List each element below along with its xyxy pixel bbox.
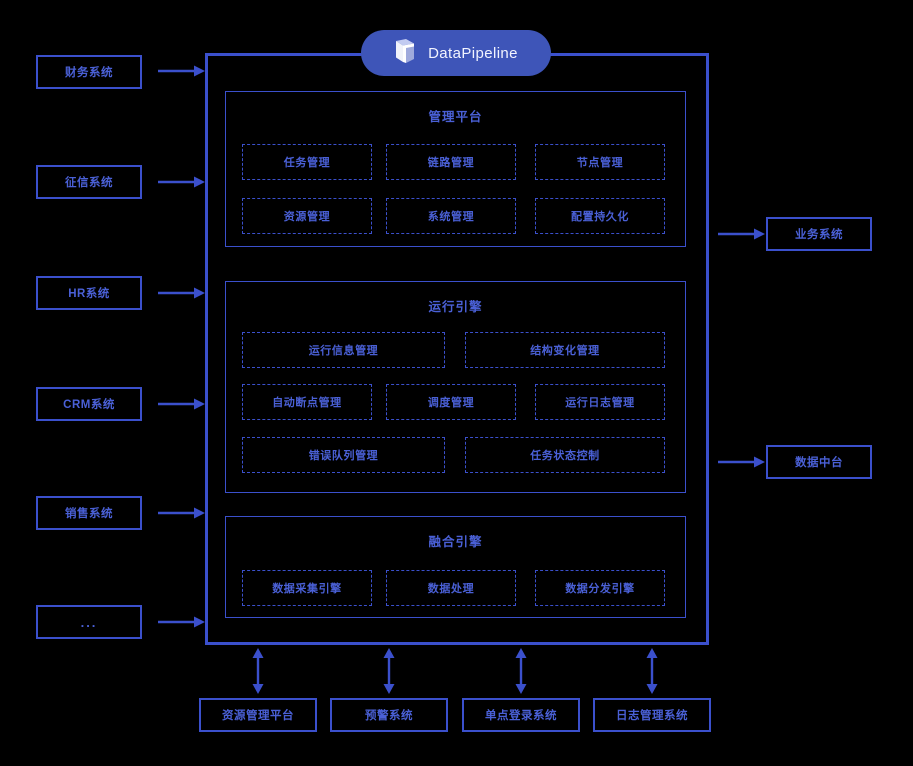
source-system-label: HR系统	[68, 288, 110, 300]
module-system-management[interactable]: 系统管理	[386, 198, 516, 234]
module-label: 运行日志管理	[565, 397, 635, 409]
source-system-crm[interactable]: CRM系统	[36, 387, 142, 421]
target-system-business[interactable]: 业务系统	[766, 217, 872, 251]
supporting-system-alert[interactable]: 预警系统	[330, 698, 448, 732]
module-resource-management[interactable]: 资源管理	[242, 198, 372, 234]
module-label: 错误队列管理	[308, 450, 379, 462]
panel-title-management-platform: 管理平台	[428, 110, 483, 124]
arrow-updown-icon-support-3	[514, 648, 528, 694]
source-system-label: ...	[80, 614, 98, 630]
supporting-system-resource-platform[interactable]: 资源管理平台	[199, 698, 317, 732]
module-label: 运行信息管理	[308, 345, 379, 357]
module-label: 资源管理	[283, 211, 331, 223]
arrow-right-icon-source-4	[158, 397, 206, 411]
source-system-hr[interactable]: HR系统	[36, 276, 142, 310]
arrow-updown-icon-support-2	[382, 648, 396, 694]
panel-title-runtime-engine: 运行引擎	[428, 300, 483, 314]
module-label: 任务状态控制	[530, 450, 600, 462]
supporting-system-label: 单点登录系统	[485, 710, 557, 722]
module-data-collection-engine[interactable]: 数据采集引擎	[242, 570, 372, 606]
module-label: 配置持久化	[571, 211, 629, 223]
module-structure-change-management[interactable]: 结构变化管理	[465, 332, 665, 368]
module-auto-breakpoint-management[interactable]: 自动断点管理	[242, 384, 372, 420]
arrow-right-icon-source-2	[158, 175, 206, 189]
module-runtime-log-management[interactable]: 运行日志管理	[535, 384, 665, 420]
supporting-system-label: 资源管理平台	[222, 710, 294, 722]
module-label: 调度管理	[427, 397, 475, 409]
target-system-label: 业务系统	[795, 229, 843, 241]
source-system-finance[interactable]: 财务系统	[36, 55, 142, 89]
module-label: 系统管理	[427, 211, 475, 223]
target-system-label: 数据中台	[795, 457, 843, 469]
module-label: 节点管理	[576, 157, 624, 169]
module-label: 数据采集引擎	[272, 583, 342, 595]
source-system-credit[interactable]: 征信系统	[36, 165, 142, 199]
module-config-persistence[interactable]: 配置持久化	[535, 198, 665, 234]
arrow-right-icon-source-5	[158, 506, 206, 520]
supporting-system-label: 预警系统	[365, 710, 413, 722]
source-system-more[interactable]: ...	[36, 605, 142, 639]
arrow-updown-icon-support-1	[251, 648, 265, 694]
supporting-system-sso[interactable]: 单点登录系统	[462, 698, 580, 732]
source-system-label: 征信系统	[65, 177, 113, 189]
source-system-label: 销售系统	[65, 508, 113, 520]
module-runtime-info-management[interactable]: 运行信息管理	[242, 332, 445, 368]
source-system-label: 财务系统	[65, 67, 113, 79]
supporting-system-label: 日志管理系统	[616, 710, 688, 722]
datapipeline-header-pill: DataPipeline	[361, 30, 551, 76]
module-link-management[interactable]: 链路管理	[386, 144, 516, 180]
module-label: 任务管理	[283, 157, 331, 169]
source-system-label: CRM系统	[63, 399, 115, 411]
module-label: 链路管理	[427, 157, 475, 169]
arrow-updown-icon-support-4	[645, 648, 659, 694]
pipeline-cube-icon	[394, 38, 419, 69]
supporting-system-log[interactable]: 日志管理系统	[593, 698, 711, 732]
arrow-right-icon-target-1	[718, 227, 766, 241]
target-system-data-midend[interactable]: 数据中台	[766, 445, 872, 479]
panel-title-fusion-engine: 融合引擎	[428, 535, 483, 549]
arrow-right-icon-source-3	[158, 286, 206, 300]
module-data-processing[interactable]: 数据处理	[386, 570, 516, 606]
arrow-right-icon-source-1	[158, 64, 206, 78]
module-task-management[interactable]: 任务管理	[242, 144, 372, 180]
module-data-distribution-engine[interactable]: 数据分发引擎	[535, 570, 665, 606]
module-label: 数据处理	[427, 583, 475, 595]
brand-title: DataPipeline	[428, 44, 518, 62]
arrow-right-icon-source-6	[158, 615, 206, 629]
module-error-queue-management[interactable]: 错误队列管理	[242, 437, 445, 473]
module-label: 自动断点管理	[272, 397, 342, 409]
source-system-sales[interactable]: 销售系统	[36, 496, 142, 530]
module-task-state-control[interactable]: 任务状态控制	[465, 437, 665, 473]
module-label: 结构变化管理	[530, 345, 600, 357]
module-label: 数据分发引擎	[565, 583, 635, 595]
module-node-management[interactable]: 节点管理	[535, 144, 665, 180]
module-scheduling-management[interactable]: 调度管理	[386, 384, 516, 420]
arrow-right-icon-target-2	[718, 455, 766, 469]
